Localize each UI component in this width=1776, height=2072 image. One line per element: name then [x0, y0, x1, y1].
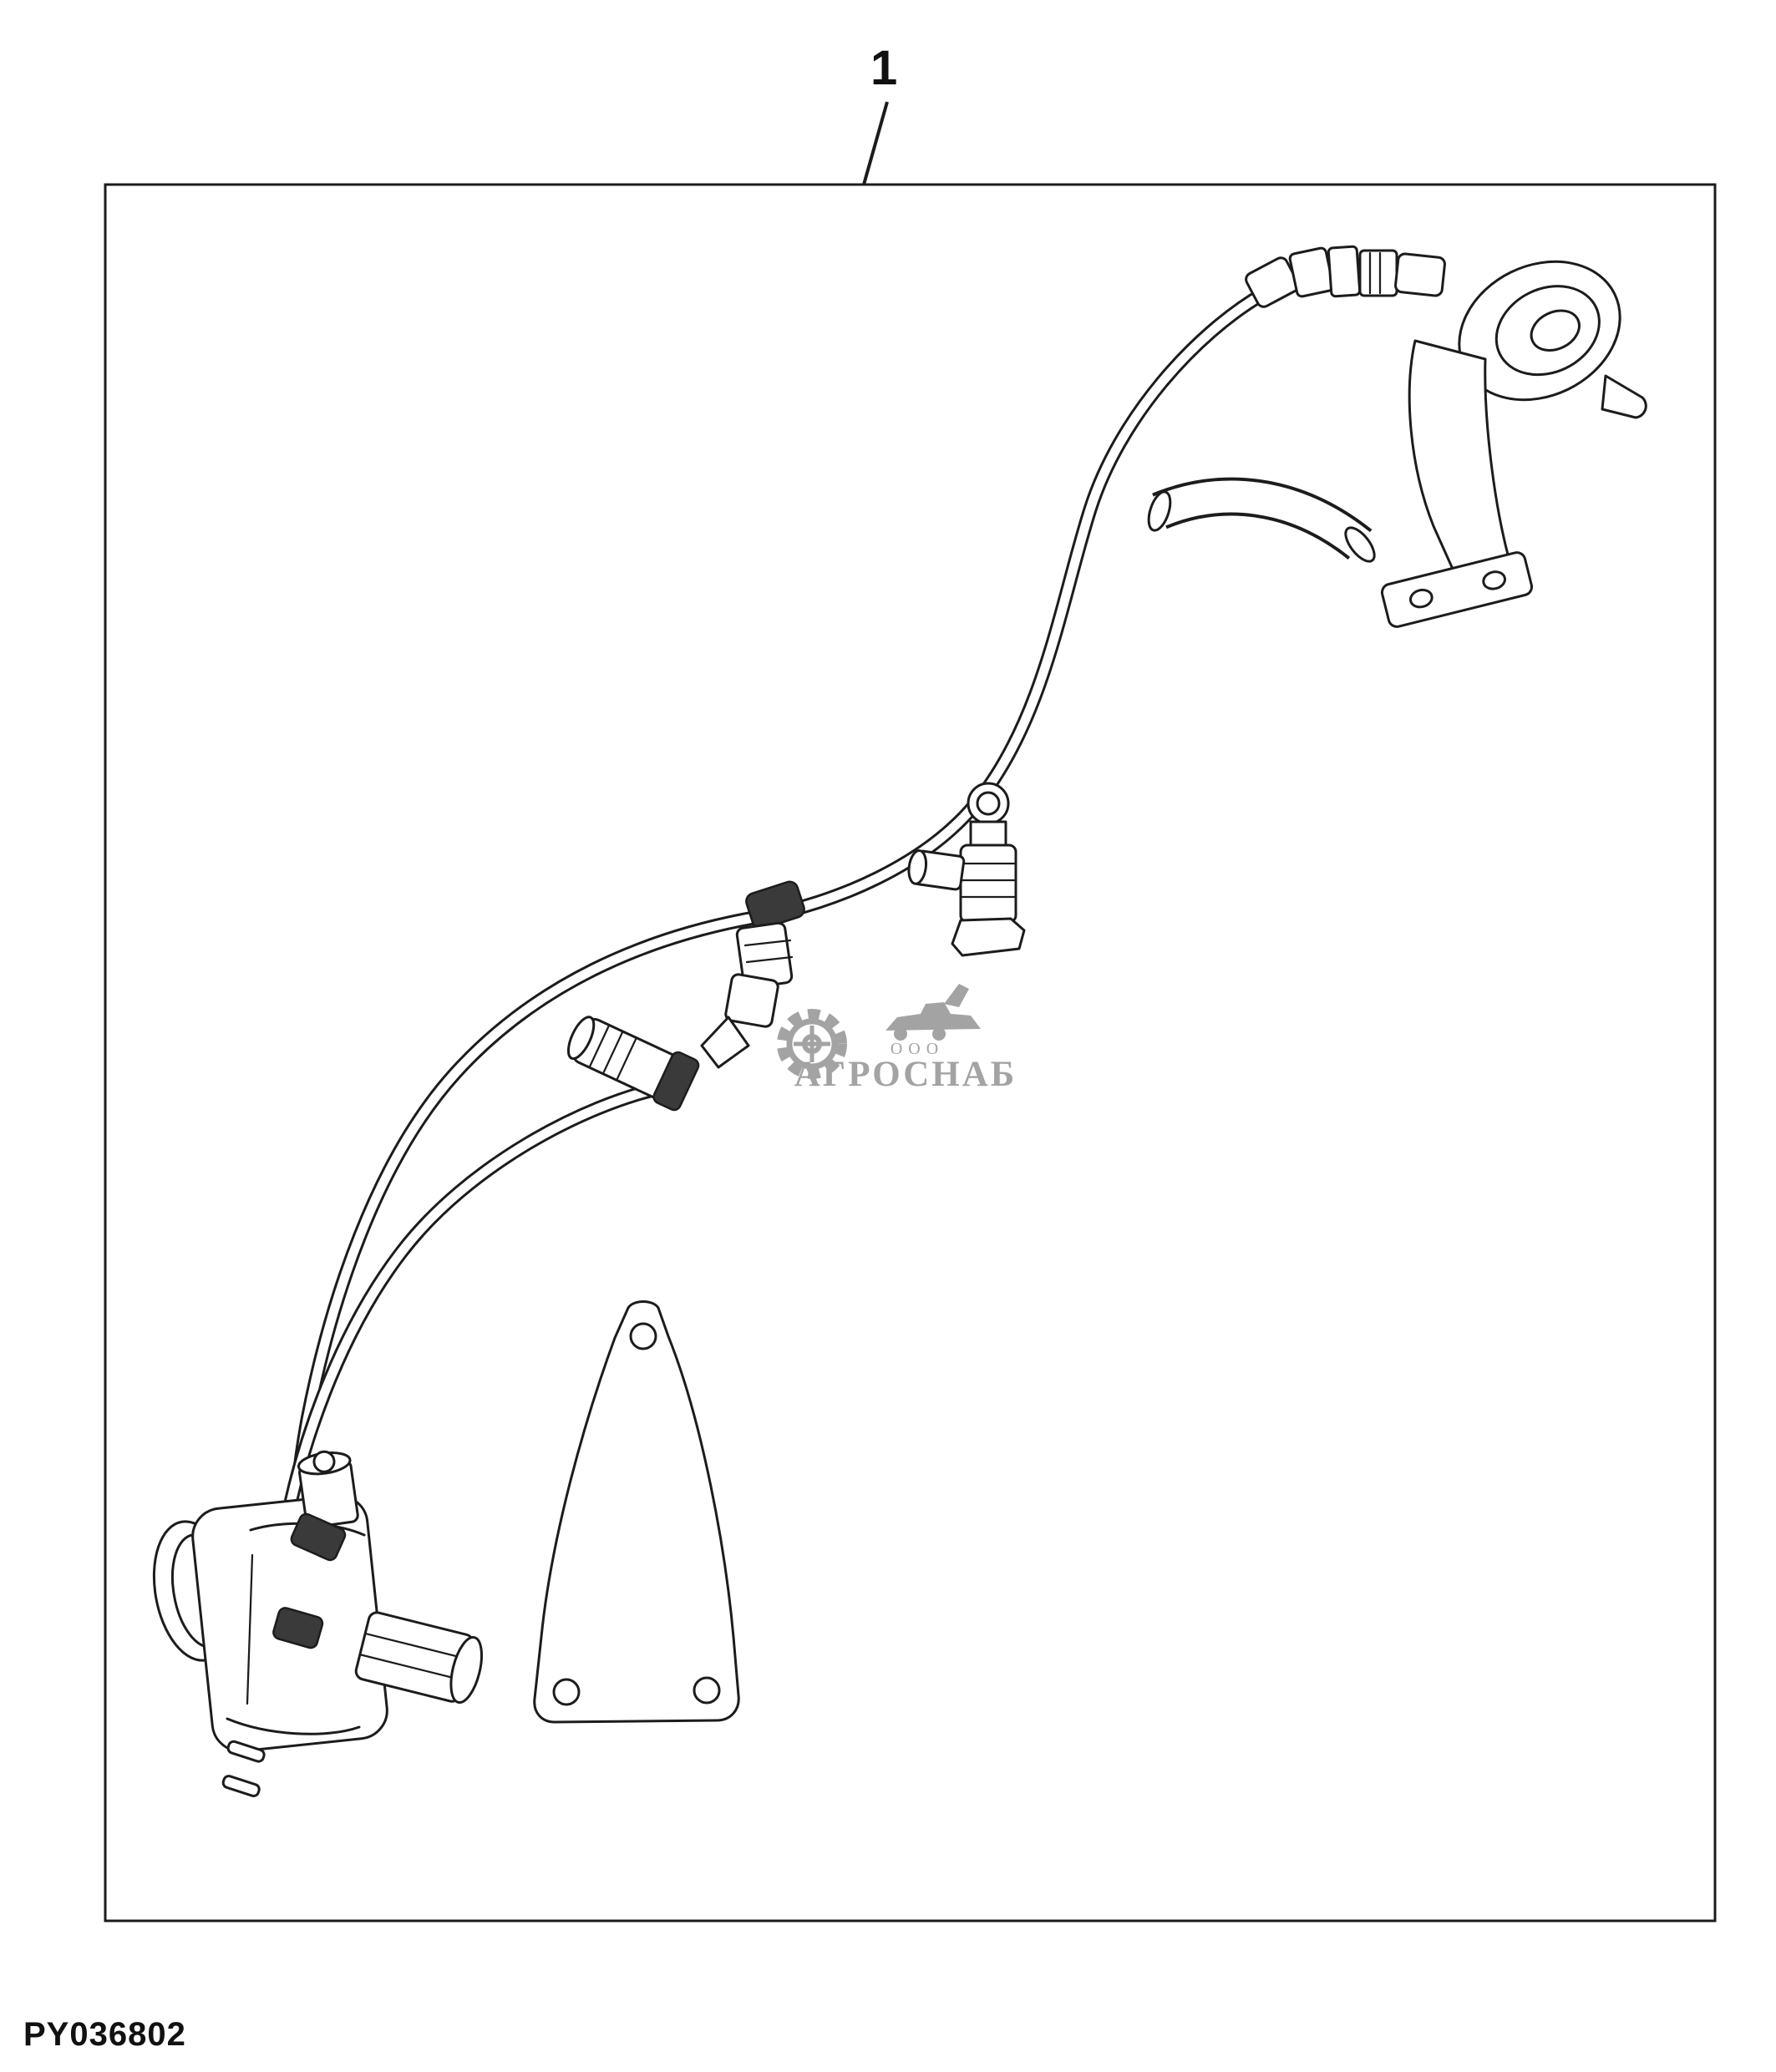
- valve-neck: [969, 820, 1007, 849]
- bolt-hole: [1408, 588, 1433, 609]
- valve-side-port: [907, 849, 966, 891]
- part-number-label: PY036802: [23, 2016, 186, 2053]
- connector-body: [1358, 249, 1398, 297]
- stud-bolt: [226, 1740, 266, 1763]
- connector-nut: [1327, 245, 1362, 298]
- watermark-name: АГРОСНАБ: [794, 1055, 1017, 1094]
- drawing-frame: [104, 183, 1717, 1923]
- swivel-fitting: [1288, 246, 1335, 298]
- bolt-hole: [1482, 570, 1506, 590]
- hose-clamp: [290, 1512, 347, 1562]
- socket-head: [1458, 260, 1621, 402]
- bolt-head: [312, 1450, 336, 1473]
- flat-bracket: [533, 1300, 740, 1724]
- watermark-org-type: ООО: [891, 1040, 944, 1058]
- callout-1-label: 1: [870, 41, 898, 95]
- socket-neck: [1394, 252, 1446, 297]
- bolt-hole: [552, 1678, 581, 1706]
- watermark-logo: ООО АГРОСНАБ: [777, 984, 1017, 1094]
- valve-body: [959, 843, 1017, 924]
- watermark-machine-icon: [885, 984, 981, 1041]
- hose-stub: [1147, 477, 1376, 563]
- callout-leader-line: [862, 101, 889, 185]
- relief-valve: [907, 782, 1026, 957]
- connector-cap: [566, 1016, 596, 1061]
- stud-bolt: [221, 1775, 261, 1797]
- bolt-hole: [693, 1676, 721, 1705]
- dust-cap-latch: [1601, 374, 1647, 419]
- valve-foot: [951, 917, 1026, 957]
- right-port-fitting: [354, 1611, 484, 1705]
- tee-body-lower: [724, 973, 779, 1028]
- coupler-bracket-foot: [1380, 551, 1534, 628]
- tee-fitting-assembly: [700, 880, 805, 1069]
- tee-branch: [700, 1016, 750, 1069]
- coupler-assembly: [1245, 245, 1647, 628]
- valve-block-assembly: [152, 1450, 484, 1797]
- hose-clamp: [652, 1051, 700, 1112]
- top-cylinder-fitting: [297, 1450, 359, 1529]
- bolt-hole: [629, 1322, 657, 1350]
- hose-clamp: [272, 1607, 324, 1649]
- hose-end-connector: [566, 1016, 700, 1112]
- watermark-gear-icon: [777, 1009, 847, 1079]
